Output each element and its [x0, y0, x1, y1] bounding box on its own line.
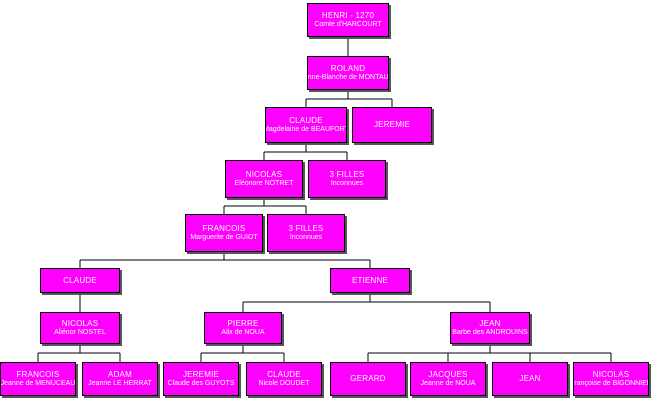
- person-name: 3 FILLES: [329, 169, 365, 179]
- person-spouse: Marguerite de GUIOT: [190, 233, 258, 241]
- person-name: NICOLAS: [592, 369, 630, 379]
- person-spouse: Jeanne de MENUCEAU: [0, 379, 76, 387]
- person-spouse: Aliénor NOSTEL: [54, 328, 106, 336]
- person-spouse: Jeanne de NOUA: [420, 379, 476, 387]
- person-name: NICOLAS: [245, 169, 283, 179]
- person-nicolas-3[interactable]: NICOLAS Françoise de BIGONNIER: [573, 362, 649, 396]
- person-3-filles-2[interactable]: 3 FILLES Inconnues: [267, 214, 345, 252]
- person-name: JEAN: [479, 318, 501, 328]
- person-name: NICOLAS: [61, 318, 99, 328]
- person-3-filles-1[interactable]: 3 FILLES Inconnues: [308, 160, 386, 198]
- person-name: GERARD: [350, 374, 386, 383]
- person-name: CLAUDE: [289, 115, 323, 125]
- person-spouse: Inconnues: [289, 233, 323, 241]
- person-jean-1[interactable]: JEAN Barbe des ANDROUINS: [450, 312, 530, 344]
- person-adam[interactable]: ADAM Jeanne LE HERRAT: [82, 362, 158, 396]
- person-name: JEAN: [519, 374, 541, 383]
- person-name: JEREMIE: [373, 120, 411, 129]
- person-name: ETIENNE: [351, 275, 389, 285]
- person-spouse: Alix de NOUA: [221, 328, 265, 336]
- person-spouse: Anne-Blanche de MONTAUT: [307, 73, 389, 81]
- person-jeremie-2[interactable]: JEREMIE Claude des GUYOTS: [163, 362, 239, 396]
- person-spouse: Nicole DOUDET: [258, 379, 310, 387]
- person-spouse: Eléonore NOTRET: [234, 179, 294, 187]
- person-spouse: Barbe des ANDROUINS: [452, 328, 528, 336]
- person-francois-1[interactable]: FRANCOIS Marguerite de GUIOT: [185, 214, 263, 252]
- person-henri[interactable]: HENRI - 1270 Comte d'HARCOURT: [307, 3, 389, 37]
- person-name: ADAM: [108, 369, 132, 379]
- person-name: FRANCOIS: [202, 223, 246, 233]
- person-jeremie-1[interactable]: JEREMIE: [352, 107, 432, 143]
- person-roland[interactable]: ROLAND Anne-Blanche de MONTAUT: [307, 56, 389, 90]
- person-name: JACQUES: [428, 369, 468, 379]
- person-jacques[interactable]: JACQUES Jeanne de NOUA: [410, 362, 486, 396]
- person-name: FRANCOIS: [16, 369, 60, 379]
- person-name: ROLAND: [330, 63, 366, 73]
- person-name: JEREMIE: [182, 369, 220, 379]
- person-spouse: Comte d'HARCOURT: [314, 20, 382, 28]
- person-name: HENRI - 1270: [321, 10, 375, 20]
- person-spouse: Inconnues: [330, 179, 364, 187]
- person-name: 3 FILLES: [288, 223, 324, 233]
- person-claude-3[interactable]: CLAUDE Nicole DOUDET: [246, 362, 322, 396]
- person-name: PIERRE: [227, 318, 259, 328]
- person-spouse: Magdelaine de BEAUFORT: [265, 125, 347, 133]
- person-nicolas-2[interactable]: NICOLAS Aliénor NOSTEL: [40, 312, 120, 344]
- person-jean-2[interactable]: JEAN: [492, 362, 568, 396]
- person-spouse: Jeanne LE HERRAT: [88, 379, 152, 387]
- person-name: CLAUDE: [63, 275, 97, 285]
- person-claude-2[interactable]: CLAUDE: [40, 268, 120, 293]
- person-francois-2[interactable]: FRANCOIS Jeanne de MENUCEAU: [0, 362, 76, 396]
- person-gerard[interactable]: GERARD: [330, 362, 406, 396]
- person-name: CLAUDE: [267, 369, 301, 379]
- person-spouse: Claude des GUYOTS: [167, 379, 235, 387]
- person-spouse: Françoise de BIGONNIER: [573, 379, 649, 387]
- person-claude-1[interactable]: CLAUDE Magdelaine de BEAUFORT: [265, 107, 347, 143]
- person-pierre[interactable]: PIERRE Alix de NOUA: [204, 312, 282, 344]
- person-nicolas-1[interactable]: NICOLAS Eléonore NOTRET: [225, 160, 303, 198]
- person-etienne[interactable]: ETIENNE: [330, 268, 410, 293]
